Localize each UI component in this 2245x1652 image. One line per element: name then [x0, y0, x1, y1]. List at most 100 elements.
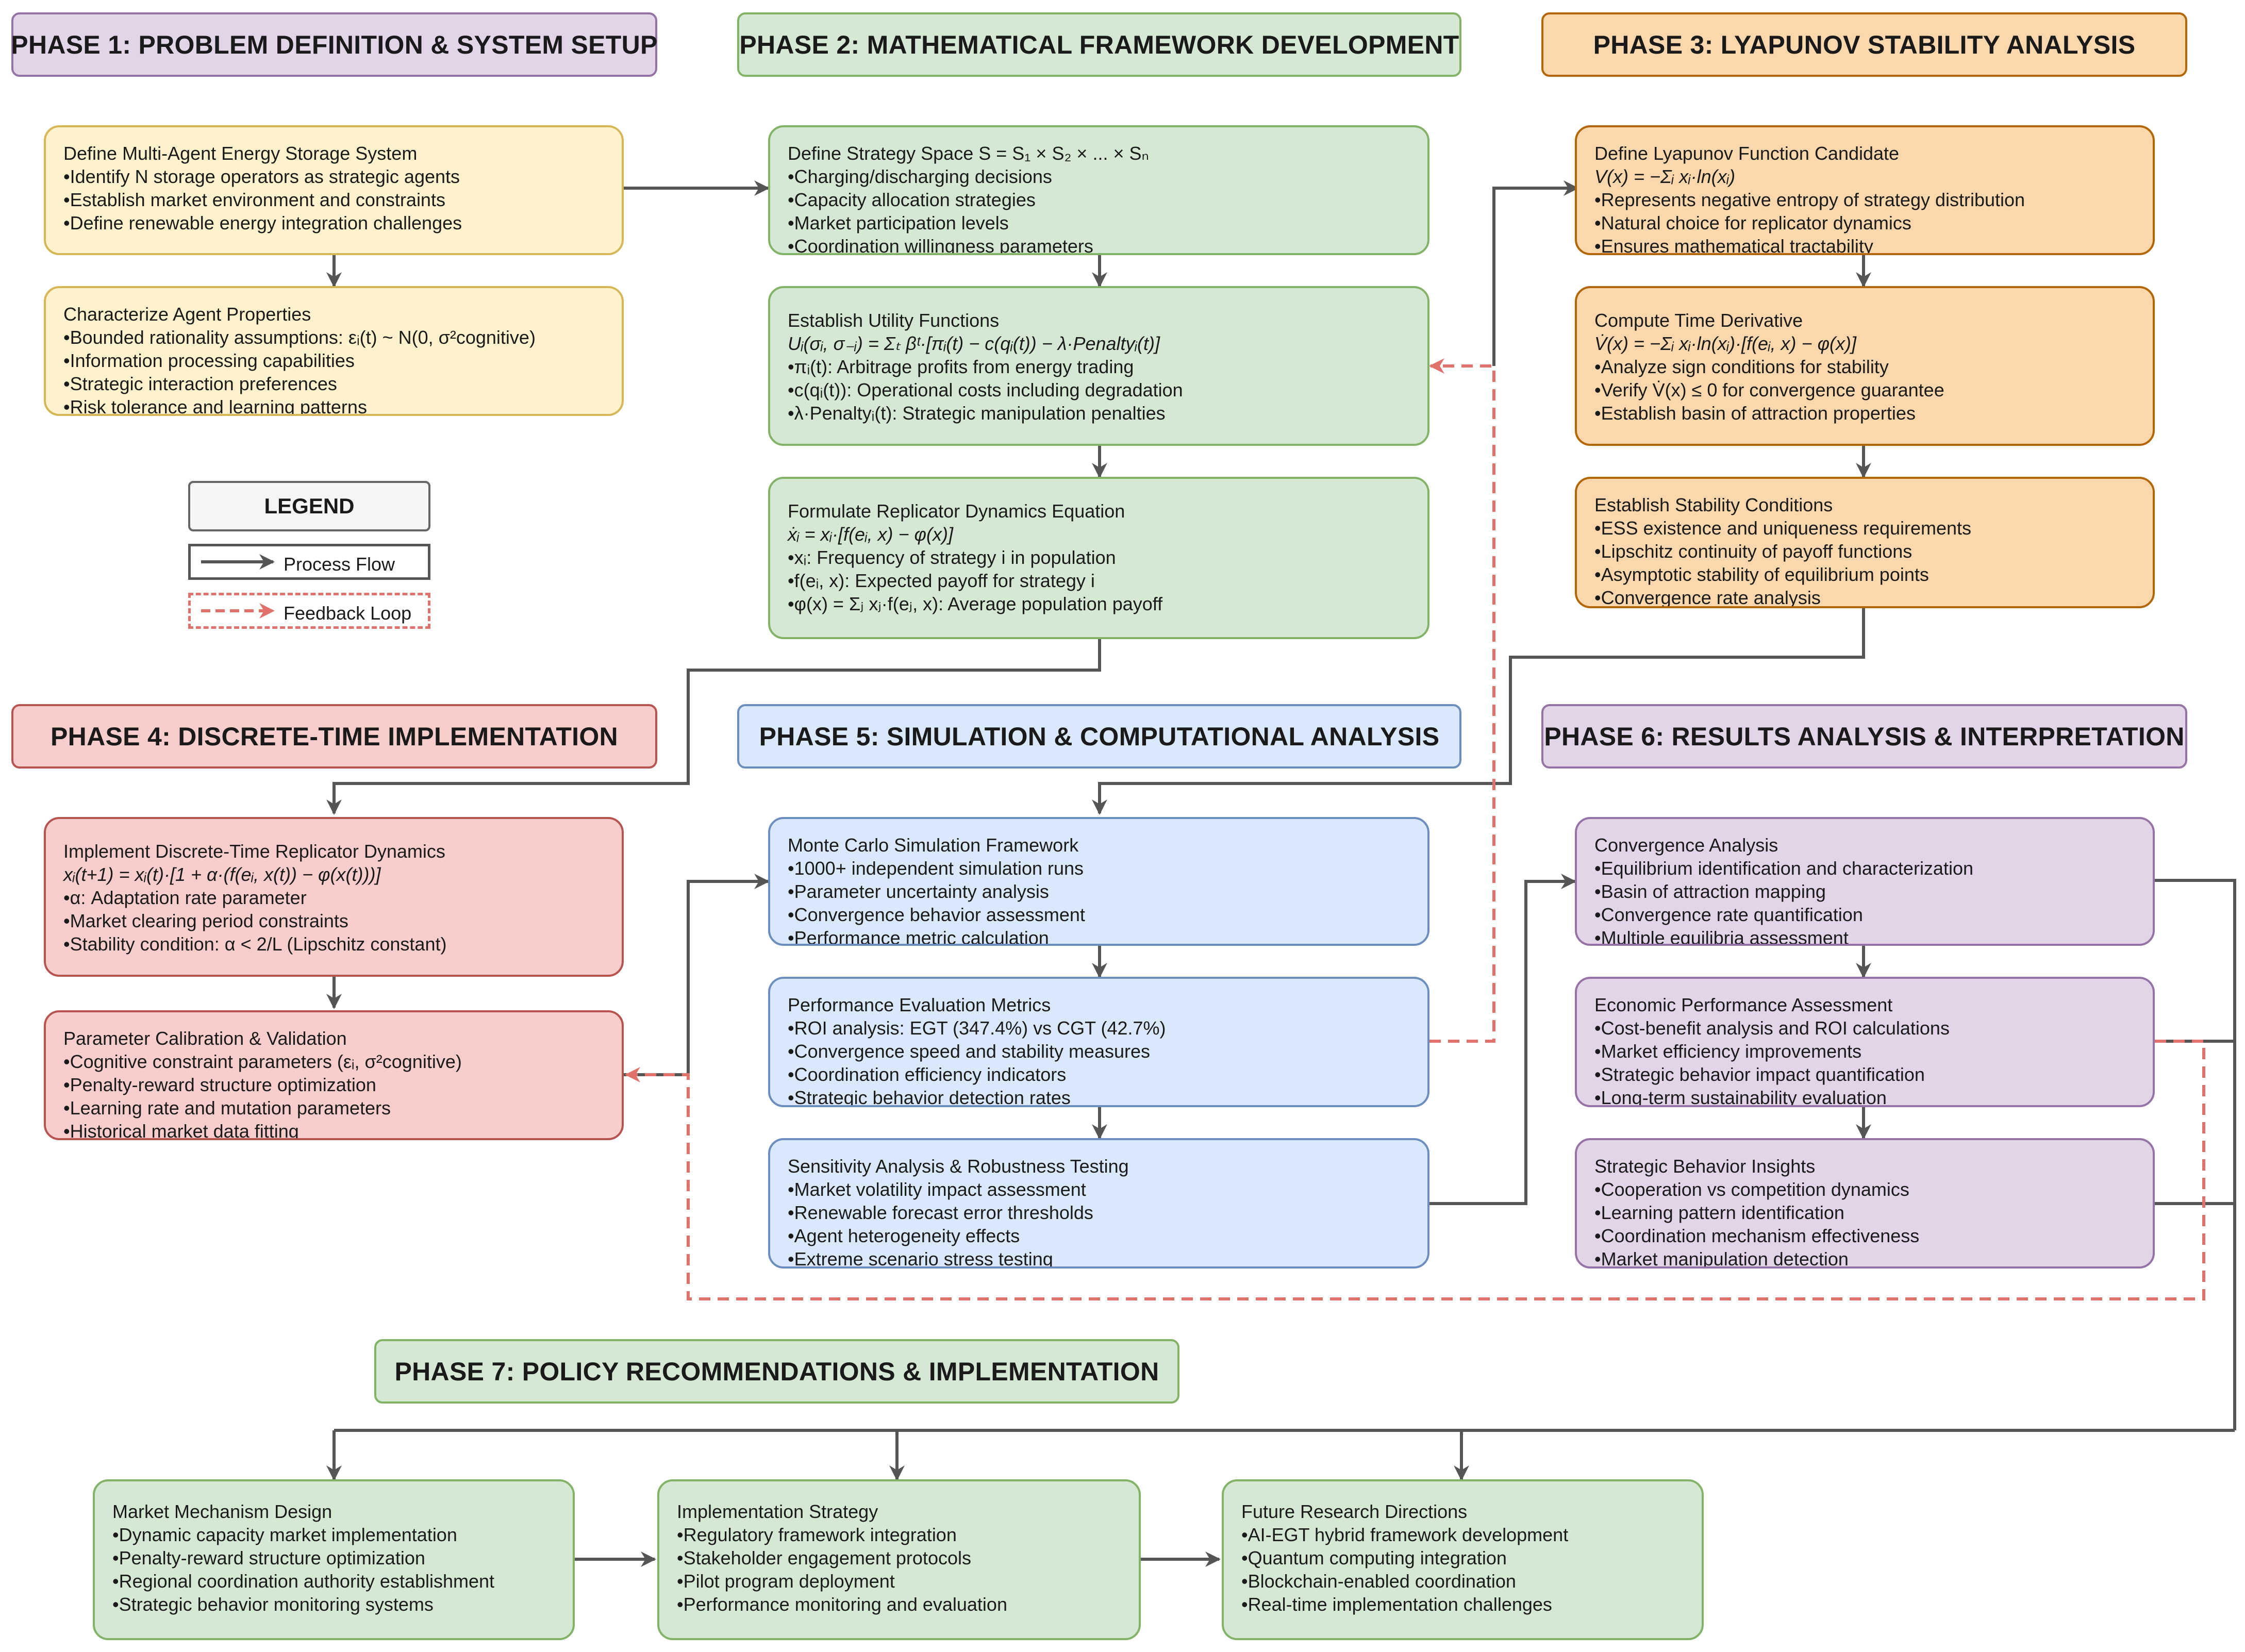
list-item: Performance metric calculation	[788, 926, 1410, 944]
list-item: φ(x) = Σⱼ xⱼ·f(eⱼ, x): Average populatio…	[788, 592, 1410, 615]
list-item: Multiple equilibria assessment	[1594, 926, 2135, 944]
phase-7-header: PHASE 7: POLICY RECOMMENDATIONS & IMPLEM…	[374, 1339, 1179, 1404]
list-item: Market manipulation detection	[1594, 1247, 2135, 1266]
list-item: Blockchain-enabled coordination	[1241, 1570, 1684, 1593]
box-title: Define Lyapunov Function Candidate	[1594, 143, 1900, 164]
box-define-multi-agent-system: Define Multi-Agent Energy Storage System…	[44, 125, 624, 255]
box-title: Sensitivity Analysis & Robustness Testin…	[788, 1156, 1129, 1177]
list-item: Define renewable energy integration chal…	[63, 211, 604, 235]
box-title: Characterize Agent Properties	[63, 304, 311, 325]
list-item: Capacity allocation strategies	[788, 188, 1410, 211]
list-item: Stability condition: α < 2/L (Lipschitz …	[63, 932, 604, 956]
list-item: Quantum computing integration	[1241, 1546, 1684, 1570]
process-flow-arrow-icon	[201, 554, 275, 570]
box-formula: ẋᵢ = xᵢ·[f(eᵢ, x) − φ(x)]	[788, 524, 953, 545]
box-convergence-analysis: Convergence Analysis Equilibrium identif…	[1575, 817, 2155, 946]
list-item: Renewable forecast error thresholds	[788, 1201, 1410, 1224]
list-item: πᵢ(t): Arbitrage profits from energy tra…	[788, 355, 1410, 378]
feedback-arrow-b12-b4	[1429, 358, 1495, 1043]
list-item: Real-time implementation challenges	[1241, 1593, 1684, 1616]
list-item: xᵢ: Frequency of strategy i in populatio…	[788, 546, 1410, 569]
box-title: Formulate Replicator Dynamics Equation	[788, 500, 1125, 522]
box-monte-carlo-simulation: Monte Carlo Simulation Framework 1000+ i…	[768, 817, 1429, 946]
feedback-loop-arrow-icon	[201, 603, 275, 619]
box-title: Implement Discrete-Time Replicator Dynam…	[63, 841, 445, 862]
box-performance-evaluation-metrics: Performance Evaluation Metrics ROI analy…	[768, 977, 1429, 1107]
phase-6-header: PHASE 6: RESULTS ANALYSIS & INTERPRETATI…	[1541, 704, 2187, 769]
list-item: Strategic interaction preferences	[63, 372, 604, 395]
list-item: Convergence rate analysis	[1594, 586, 2135, 606]
box-title: Compute Time Derivative	[1594, 310, 1803, 331]
list-item: Strategic behavior impact quantification	[1594, 1063, 2135, 1086]
list-item: Equilibrium identification and character…	[1594, 857, 2135, 880]
list-item: Dynamic capacity market implementation	[112, 1523, 555, 1546]
list-item: Cooperation vs competition dynamics	[1594, 1178, 2135, 1201]
list-item: AI-EGT hybrid framework development	[1241, 1523, 1684, 1546]
list-item: Historical market data fitting	[63, 1120, 604, 1138]
list-item: c(qᵢ(t)): Operational costs including de…	[788, 378, 1410, 402]
list-item: λ·Penaltyᵢ(t): Strategic manipulation pe…	[788, 402, 1410, 425]
list-item: Lipschitz continuity of payoff functions	[1594, 540, 2135, 563]
box-formula: xᵢ(t+1) = xᵢ(t)·[1 + α·(f(eᵢ, x(t)) − φ(…	[63, 864, 381, 885]
box-discrete-time-replicator-dynamics: Implement Discrete-Time Replicator Dynam…	[44, 817, 624, 977]
list-item: Market efficiency improvements	[1594, 1040, 2135, 1063]
box-title: Parameter Calibration & Validation	[63, 1028, 347, 1049]
phase-2-header: PHASE 2: MATHEMATICAL FRAMEWORK DEVELOPM…	[737, 12, 1461, 77]
list-item: Charging/discharging decisions	[788, 165, 1410, 188]
list-item: Coordination willingness parameters	[788, 235, 1410, 253]
list-item: Learning rate and mutation parameters	[63, 1096, 604, 1120]
list-item: Risk tolerance and learning patterns	[63, 395, 604, 414]
flow-arrow-b5-b9	[326, 639, 1101, 815]
feedback-arrow-b15-b10	[625, 1040, 2205, 1300]
phase-5-header: PHASE 5: SIMULATION & COMPUTATIONAL ANAL…	[737, 704, 1461, 769]
box-title: Strategic Behavior Insights	[1594, 1156, 1816, 1177]
list-item: Analyze sign conditions for stability	[1594, 355, 2135, 378]
list-item: Learning pattern identification	[1594, 1201, 2135, 1224]
list-item: Regional coordination authority establis…	[112, 1570, 555, 1593]
flow-arrow-b13-b14	[1429, 874, 1576, 1205]
box-title: Monte Carlo Simulation Framework	[788, 835, 1079, 856]
legend-process-flow: Process Flow	[188, 544, 430, 580]
list-item: Strategic behavior monitoring systems	[112, 1593, 555, 1616]
phase-4-header: PHASE 4: DISCRETE-TIME IMPLEMENTATION	[11, 704, 657, 769]
list-item: Information processing capabilities	[63, 349, 604, 372]
list-item: Long-term sustainability evaluation	[1594, 1086, 2135, 1105]
box-title: Economic Performance Assessment	[1594, 994, 1893, 1015]
list-item: Convergence rate quantification	[1594, 903, 2135, 926]
box-define-strategy-space: Define Strategy Space S = S₁ × S₂ × ... …	[768, 125, 1429, 255]
box-title: Establish Utility Functions	[788, 310, 1000, 331]
list-item: Represents negative entropy of strategy …	[1594, 188, 2135, 211]
list-item: Penalty-reward structure optimization	[63, 1073, 604, 1096]
box-formula: Uᵢ(σᵢ, σ₋ᵢ) = Σₜ βᵗ·[πᵢ(t) − c(qᵢ(t)) − …	[788, 333, 1160, 354]
list-item: Ensures mathematical tractability	[1594, 235, 2135, 253]
list-item: Market clearing period constraints	[63, 909, 604, 932]
list-item: ROI analysis: EGT (347.4%) vs CGT (42.7%…	[788, 1016, 1410, 1040]
box-market-mechanism-design: Market Mechanism Design Dynamic capacity…	[93, 1479, 575, 1640]
list-item: Convergence behavior assessment	[788, 903, 1410, 926]
box-title: Define Multi-Agent Energy Storage System	[63, 143, 418, 164]
flow-arrow-b8-b11	[1092, 608, 1865, 815]
box-establish-utility-functions: Establish Utility Functions Uᵢ(σᵢ, σ₋ᵢ) …	[768, 286, 1429, 446]
box-title: Define Strategy Space S = S₁ × S₂ × ... …	[788, 143, 1149, 164]
box-implementation-strategy: Implementation Strategy Regulatory frame…	[657, 1479, 1141, 1640]
box-title: Future Research Directions	[1241, 1501, 1468, 1522]
list-item: 1000+ independent simulation runs	[788, 857, 1410, 880]
box-title: Establish Stability Conditions	[1594, 494, 1833, 515]
list-item: Penalty-reward structure optimization	[112, 1546, 555, 1570]
box-title: Convergence Analysis	[1594, 835, 1778, 856]
list-item: ESS existence and uniqueness requirement…	[1594, 516, 2135, 540]
list-item: Coordination efficiency indicators	[788, 1063, 1410, 1086]
list-item: Natural choice for replicator dynamics	[1594, 211, 2135, 235]
list-item: f(eᵢ, x): Expected payoff for strategy i	[788, 569, 1410, 592]
list-item: Convergence speed and stability measures	[788, 1040, 1410, 1063]
box-characterize-agent-properties: Characterize Agent Properties Bounded ra…	[44, 286, 624, 416]
list-item: Regulatory framework integration	[677, 1523, 1121, 1546]
list-item: Agent heterogeneity effects	[788, 1224, 1410, 1247]
box-title: Implementation Strategy	[677, 1501, 878, 1522]
box-formula: V̇(x) = −Σᵢ xᵢ·ln(xᵢ)·[f(eᵢ, x) − φ(x)]	[1594, 333, 1857, 354]
list-item: Establish basin of attraction properties	[1594, 402, 2135, 425]
list-item: Basin of attraction mapping	[1594, 880, 2135, 903]
list-item: Coordination mechanism effectiveness	[1594, 1224, 2135, 1247]
list-item: Establish market environment and constra…	[63, 188, 604, 211]
